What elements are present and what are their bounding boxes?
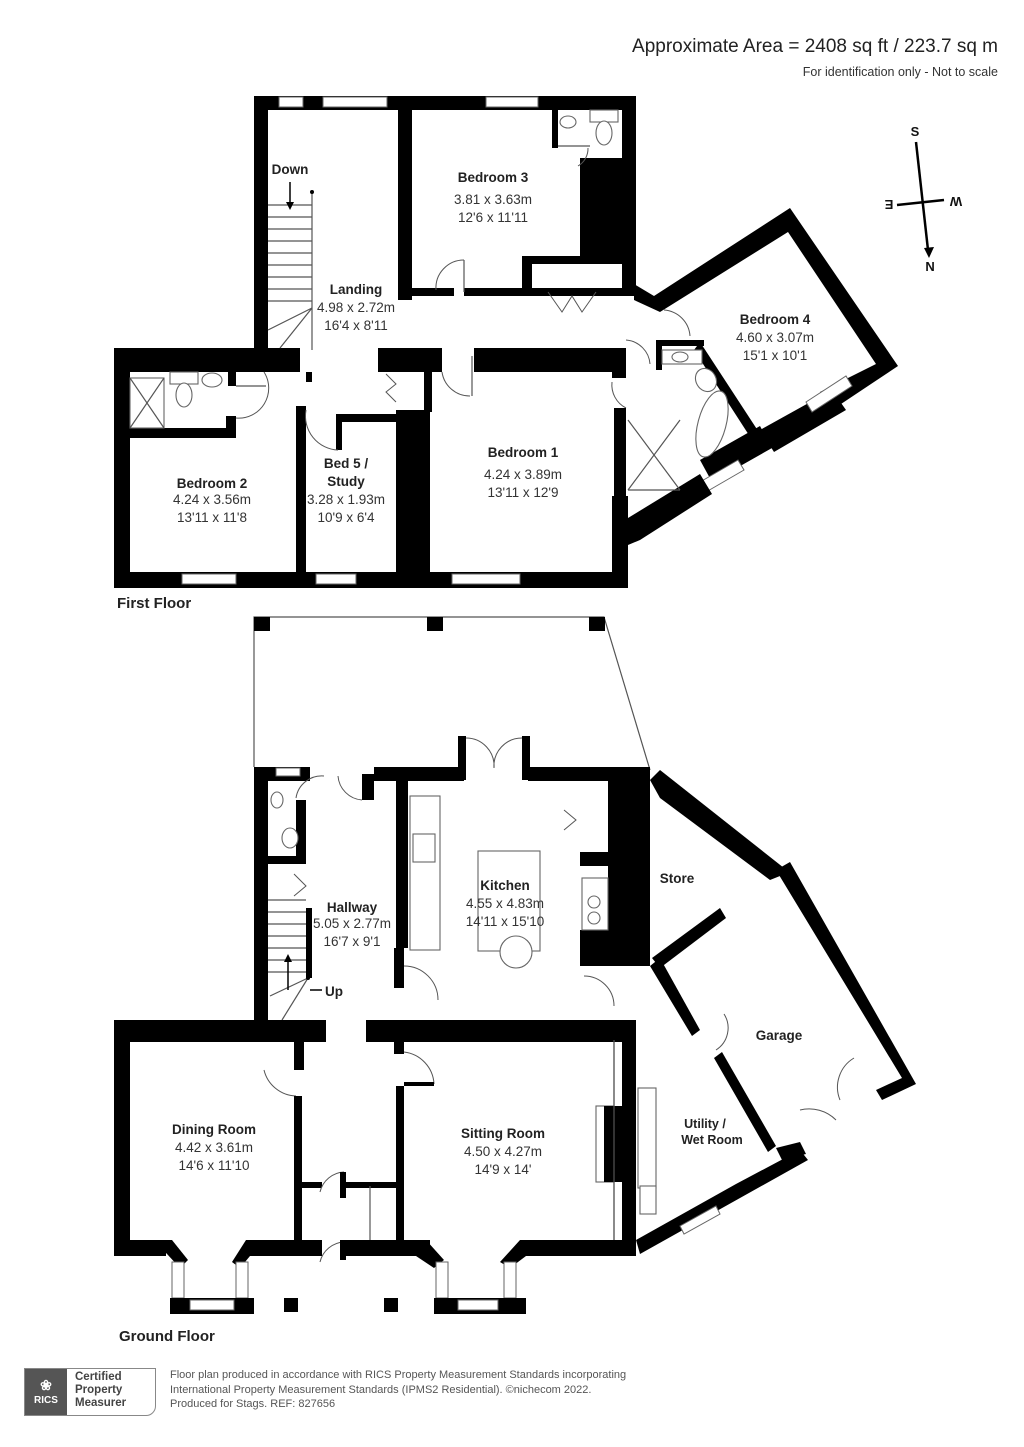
stairs-up-icon [268,899,322,1021]
room-garage: Garage [756,1028,803,1043]
svg-text:4.55 x 4.83m: 4.55 x 4.83m [466,896,544,911]
svg-text:16'7 x 9'1: 16'7 x 9'1 [324,934,381,949]
compass-south: S [911,124,920,139]
svg-text:Bedroom 4: Bedroom 4 [740,312,811,327]
svg-text:Sitting Room: Sitting Room [461,1126,545,1141]
ground-floor-plan: Up [114,616,916,1345]
first-floor-plan: Down Landing 4.98 x 2.72m 16'4 x 8'11 Be… [114,96,898,612]
svg-text:Bedroom 1: Bedroom 1 [488,445,559,460]
stairs-down-label: Down [272,162,309,177]
first-floor-label: First Floor [117,595,191,612]
svg-text:4.50 x 4.27m: 4.50 x 4.27m [464,1144,542,1159]
room-landing: Landing 4.98 x 2.72m 16'4 x 8'11 [317,282,395,333]
rics-certified-badge: ❀ RICS Certified Property Measurer [24,1368,156,1416]
rics-lion-icon: ❀ [40,1377,52,1393]
room-utility-wet-room: Utility / Wet Room [681,1117,743,1147]
room-dining-room: Dining Room 4.42 x 3.61m 14'6 x 11'10 [172,1122,256,1173]
room-store: Store [660,871,695,886]
ground-floor-label: Ground Floor [119,1328,215,1345]
svg-text:4.60 x 3.07m: 4.60 x 3.07m [736,330,814,345]
footer-notice: Floor plan produced in accordance with R… [170,1369,627,1410]
svg-text:Landing: Landing [330,282,383,297]
svg-text:12'6 x 11'11: 12'6 x 11'11 [458,210,528,225]
svg-text:4.24 x 3.89m: 4.24 x 3.89m [484,467,562,482]
svg-text:4.98 x 2.72m: 4.98 x 2.72m [317,300,395,315]
svg-text:15'1 x 10'1: 15'1 x 10'1 [743,348,807,363]
compass-north: N [925,259,934,274]
svg-text:3.28 x 1.93m: 3.28 x 1.93m [307,492,385,507]
room-bedroom-2: Bedroom 2 4.24 x 3.56m 13'11 x 11'8 [173,476,251,525]
disclaimer: For identification only - Not to scale [802,65,998,79]
room-bed-5-study: Bed 5 / Study 3.28 x 1.93m 10'9 x 6'4 [307,456,385,525]
svg-text:13'11 x 12'9: 13'11 x 12'9 [488,485,559,500]
room-bedroom-3: Bedroom 3 3.81 x 3.63m 12'6 x 11'11 [454,170,532,225]
svg-text:14'6 x 11'10: 14'6 x 11'10 [179,1158,250,1173]
svg-text:14'9 x 14': 14'9 x 14' [475,1162,532,1177]
room-kitchen: Kitchen 4.55 x 4.83m 14'11 x 15'10 [466,878,544,929]
svg-text:Kitchen: Kitchen [480,878,530,893]
svg-text:4.24 x 3.56m: 4.24 x 3.56m [173,492,251,507]
svg-text:10'9 x 6'4: 10'9 x 6'4 [318,510,375,525]
svg-text:Bedroom 3: Bedroom 3 [458,170,529,185]
stairs-down-icon [267,182,314,350]
svg-text:5.05 x 2.77m: 5.05 x 2.77m [313,916,391,931]
svg-text:Bedroom 2: Bedroom 2 [177,476,248,491]
room-hallway: Hallway 5.05 x 2.77m 16'7 x 9'1 [313,900,391,949]
svg-text:Study: Study [327,474,365,489]
compass-east: E [884,197,893,212]
room-bedroom-4: Bedroom 4 4.60 x 3.07m 15'1 x 10'1 [736,312,814,363]
svg-text:Hallway: Hallway [327,900,378,915]
room-sitting-room: Sitting Room 4.50 x 4.27m 14'9 x 14' [461,1126,545,1177]
stairs-up-label: Up [325,984,343,999]
svg-text:16'4 x 8'11: 16'4 x 8'11 [324,318,387,333]
svg-text:Dining Room: Dining Room [172,1122,256,1137]
svg-text:Wet Room: Wet Room [681,1133,743,1147]
badge-line: Measurer [75,1397,127,1409]
compass-icon: S N W E [884,124,962,274]
rics-logo: ❀ RICS [25,1369,67,1415]
svg-text:4.42 x 3.61m: 4.42 x 3.61m [175,1140,253,1155]
svg-text:13'11 x 11'8: 13'11 x 11'8 [177,510,247,525]
footer: ❀ RICS Certified Property Measurer Floor… [24,1368,626,1416]
svg-text:3.81 x 3.63m: 3.81 x 3.63m [454,192,532,207]
svg-text:Utility /: Utility / [684,1117,726,1131]
approximate-area: Approximate Area = 2408 sq ft / 223.7 sq… [632,36,998,57]
compass-west: W [949,194,962,209]
room-bedroom-1: Bedroom 1 4.24 x 3.89m 13'11 x 12'9 [484,445,562,500]
badge-line: Property [75,1384,123,1396]
svg-text:14'11 x 15'10: 14'11 x 15'10 [466,914,544,929]
svg-text:Bed 5 /: Bed 5 / [324,456,369,471]
badge-line: Certified [75,1371,122,1383]
